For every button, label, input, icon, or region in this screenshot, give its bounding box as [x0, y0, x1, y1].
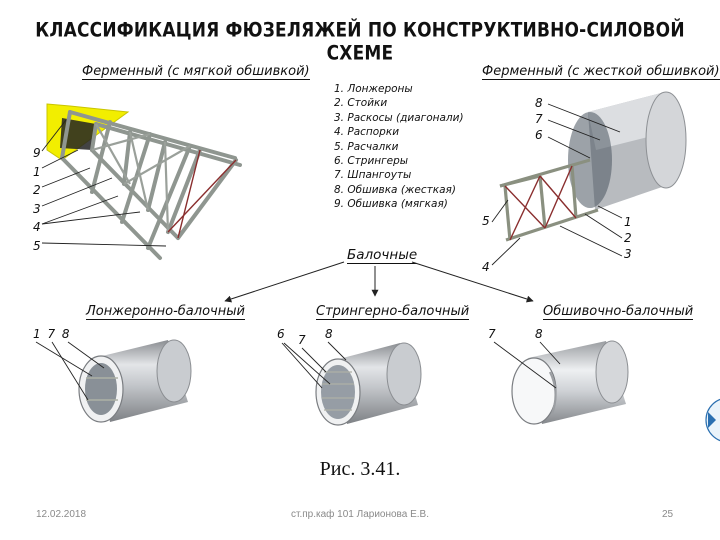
- stringer-beam-heading: Стрингерно-балочный: [316, 304, 470, 320]
- legend-item: 1. Лонжероны: [334, 83, 413, 95]
- beam-type-heading: Балочные: [347, 247, 418, 264]
- callout-number: 6: [535, 128, 543, 142]
- footer-author: ст.пр.каф 101 Ларионова Е.В.: [291, 509, 429, 520]
- page-title: КЛАССИФИКАЦИЯ ФЮЗЕЛЯЖЕЙ ПО КОНСТРУКТИВНО…: [35, 19, 685, 65]
- right-top-callout-numbers: 8 7 6: [535, 95, 543, 143]
- legend-item: 3. Раскосы (диагонали): [334, 111, 464, 124]
- component-legend: 1. Лонжероны 2. Стойки 3. Раскосы (диаго…: [334, 82, 464, 212]
- callout-number: 6: [277, 327, 285, 341]
- legend-item: 8. Обшивка (жесткая): [334, 183, 456, 196]
- legend-item: 4. Распорки: [334, 126, 400, 139]
- callout-number: 5: [33, 238, 41, 253]
- watermark-seal: [705, 398, 720, 442]
- callout-number: 8: [535, 327, 543, 341]
- spar-beam-heading: Лонжеронно-балочный: [86, 304, 245, 320]
- legend-item: 7. Шпангоуты: [334, 169, 412, 182]
- branch-arrows: [224, 261, 534, 303]
- legend-item: 5. Расчалки: [334, 140, 399, 153]
- callout-number: 7: [298, 333, 306, 347]
- left-callout-numbers: 9 1 2 3 4 5: [33, 144, 41, 255]
- callout-number: 8: [535, 96, 543, 110]
- callout-number: 3: [624, 247, 632, 261]
- callout-number: 1 7 8: [33, 327, 70, 341]
- skin-beam-heading: Обшивочно-балочный: [543, 304, 694, 320]
- callout-number: 1: [624, 215, 632, 229]
- callout-number: 1: [33, 164, 41, 179]
- callout-number: 7: [535, 112, 543, 126]
- figure-caption: Рис. 3.41.: [319, 458, 401, 480]
- legend-item: 9. Обшивка (мягкая): [334, 198, 448, 211]
- callout-number: 2: [624, 231, 632, 245]
- legend-item: 6. Стрингеры: [334, 155, 409, 168]
- footer-date: 12.02.2018: [36, 509, 87, 520]
- callout-number: 5: [482, 214, 490, 228]
- callout-number: 3: [33, 201, 41, 216]
- callout-number: 7: [488, 327, 496, 341]
- callout-number: 8: [325, 327, 333, 341]
- right-bottom-callout-numbers: 1 2 3: [624, 214, 632, 262]
- skin-beam-cylinder: [493, 340, 629, 425]
- callout-number: 4: [482, 260, 490, 274]
- legend-item: 2. Стойки: [334, 97, 388, 110]
- truss-hard-skin-illustration: [491, 91, 687, 266]
- truss-soft-skin-heading: Ферменный (с мягкой обшивкой): [82, 64, 310, 80]
- callout-number: 4: [33, 220, 41, 234]
- truss-hard-skin-heading: Ферменный (с жесткой обшивкой): [482, 64, 720, 80]
- spar-beam-cylinder: [35, 339, 192, 423]
- truss-soft-skin-illustration: [41, 103, 242, 260]
- callout-number: 2: [33, 183, 41, 197]
- callout-number: 9: [33, 146, 41, 160]
- stringer-beam-cylinder: [281, 341, 422, 426]
- footer-page-number: 25: [662, 509, 674, 520]
